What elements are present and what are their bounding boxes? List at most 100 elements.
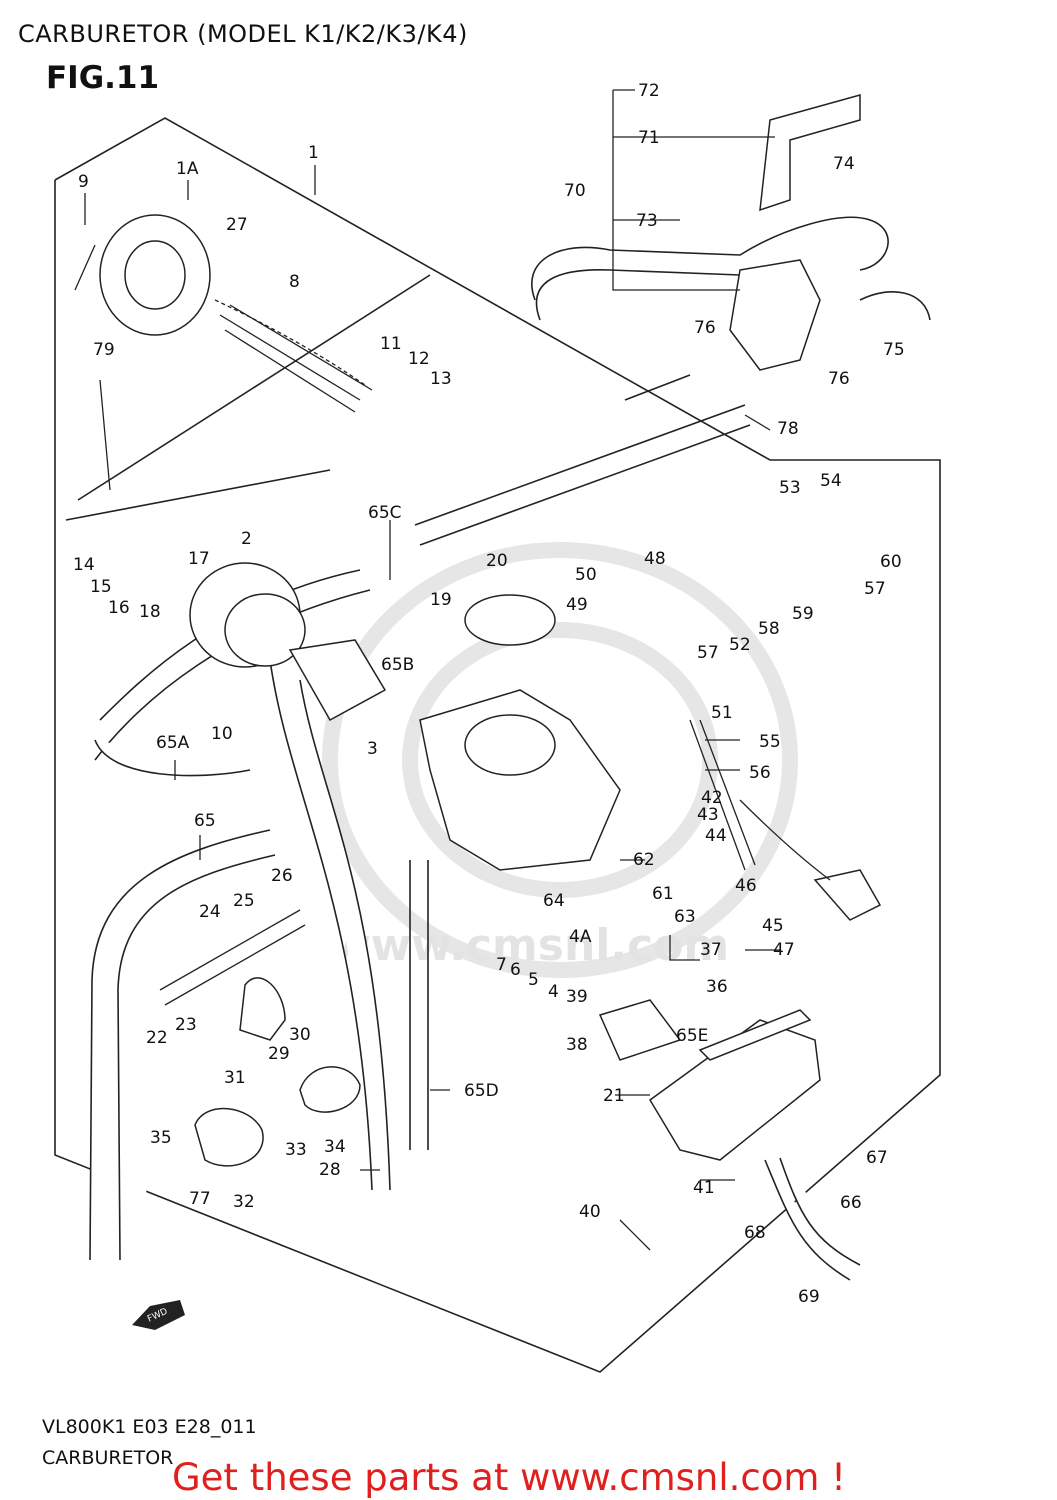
callout-1: 1 [308,143,319,163]
callout-59: 59 [792,604,814,624]
forward-direction-icon: FWD [132,1300,185,1330]
callout-51: 51 [711,703,733,723]
part-callouts: 1 1A 2 3 4 4A 5 6 7 8 9 10 11 12 13 14 1… [73,81,905,1307]
callout-4A: 4A [569,927,592,947]
callout-72: 72 [638,81,660,101]
callout-16: 16 [108,598,130,618]
promo-link[interactable]: Get these parts at www.cmsnl.com ! [172,1456,847,1499]
callout-15: 15 [90,577,112,597]
callout-57b: 57 [864,579,886,599]
callout-60: 60 [880,552,902,572]
callout-5: 5 [528,970,539,990]
callout-25: 25 [233,891,255,911]
callout-64: 64 [543,891,565,911]
callout-18: 18 [139,602,161,622]
callout-27: 27 [226,215,248,235]
callout-14: 14 [73,555,95,575]
callout-45: 45 [762,916,784,936]
callout-68: 68 [744,1223,766,1243]
callout-8: 8 [289,272,300,292]
watermark-text: www.cmsnl.com [330,920,729,971]
callout-76b: 76 [828,369,850,389]
callout-2: 2 [241,529,252,549]
callout-70: 70 [564,181,586,201]
callout-19: 19 [430,590,452,610]
callout-13: 13 [430,369,452,389]
callout-26: 26 [271,866,293,886]
callout-63: 63 [674,907,696,927]
callout-71: 71 [638,128,660,148]
callout-42: 42 [701,788,723,808]
callout-24: 24 [199,902,221,922]
watermark-logo: www.cmsnl.com [322,542,798,978]
callout-39: 39 [566,987,588,1007]
callout-41: 41 [693,1178,715,1198]
callout-23: 23 [175,1015,197,1035]
callout-40: 40 [579,1202,601,1222]
callout-56: 56 [749,763,771,783]
callout-31: 31 [224,1068,246,1088]
callout-73: 73 [636,211,658,231]
diagram-code: VL800K1 E03 E28_011 [42,1416,257,1438]
callout-62: 62 [633,850,655,870]
callout-29: 29 [268,1044,290,1064]
callout-33: 33 [285,1140,307,1160]
callout-65B: 65B [381,655,414,675]
callout-69: 69 [798,1287,820,1307]
callout-1A: 1A [176,159,199,179]
callout-28: 28 [319,1160,341,1180]
callout-74: 74 [833,154,855,174]
callout-65C: 65C [368,503,402,523]
callout-37: 37 [700,940,722,960]
callout-53: 53 [779,478,801,498]
callout-35: 35 [150,1128,172,1148]
callout-55: 55 [759,732,781,752]
callout-9: 9 [78,172,89,192]
callout-54: 54 [820,471,842,491]
callout-36: 36 [706,977,728,997]
callout-77: 77 [189,1189,211,1209]
callout-65E: 65E [676,1026,708,1046]
callout-66: 66 [840,1193,862,1213]
callout-22: 22 [146,1028,168,1048]
callout-7: 7 [496,955,507,975]
callout-21: 21 [603,1086,625,1106]
callout-4: 4 [548,982,559,1002]
callout-67: 67 [866,1148,888,1168]
callout-65D: 65D [464,1081,499,1101]
callout-65: 65 [194,811,216,831]
callout-11: 11 [380,334,402,354]
callout-3: 3 [367,739,378,759]
callout-78: 78 [777,419,799,439]
callout-32: 32 [233,1192,255,1212]
callout-20: 20 [486,551,508,571]
leader-lines [84,89,780,1171]
callout-38: 38 [566,1035,588,1055]
callout-46: 46 [735,876,757,896]
callout-12: 12 [408,349,430,369]
figure-label: FIG.11 [46,60,160,96]
page-title: CARBURETOR (MODEL K1/K2/K3/K4) [18,20,468,48]
callout-34: 34 [324,1137,346,1157]
callout-79: 79 [93,340,115,360]
callout-10: 10 [211,724,233,744]
callout-52: 52 [729,635,751,655]
callout-57: 57 [697,643,719,663]
callout-48: 48 [644,549,666,569]
carburetor-parts [74,94,882,1251]
callout-76: 76 [694,318,716,338]
callout-6: 6 [510,960,521,980]
callout-75: 75 [883,340,905,360]
callout-47: 47 [773,940,795,960]
callout-58: 58 [758,619,780,639]
diagram-name: CARBURETOR [42,1447,174,1469]
callout-49: 49 [566,595,588,615]
callout-17: 17 [188,549,210,569]
callout-65A: 65A [156,733,190,753]
callout-43: 43 [697,805,719,825]
callout-50: 50 [575,565,597,585]
callout-30: 30 [289,1025,311,1045]
callout-44: 44 [705,826,727,846]
callout-61: 61 [652,884,674,904]
